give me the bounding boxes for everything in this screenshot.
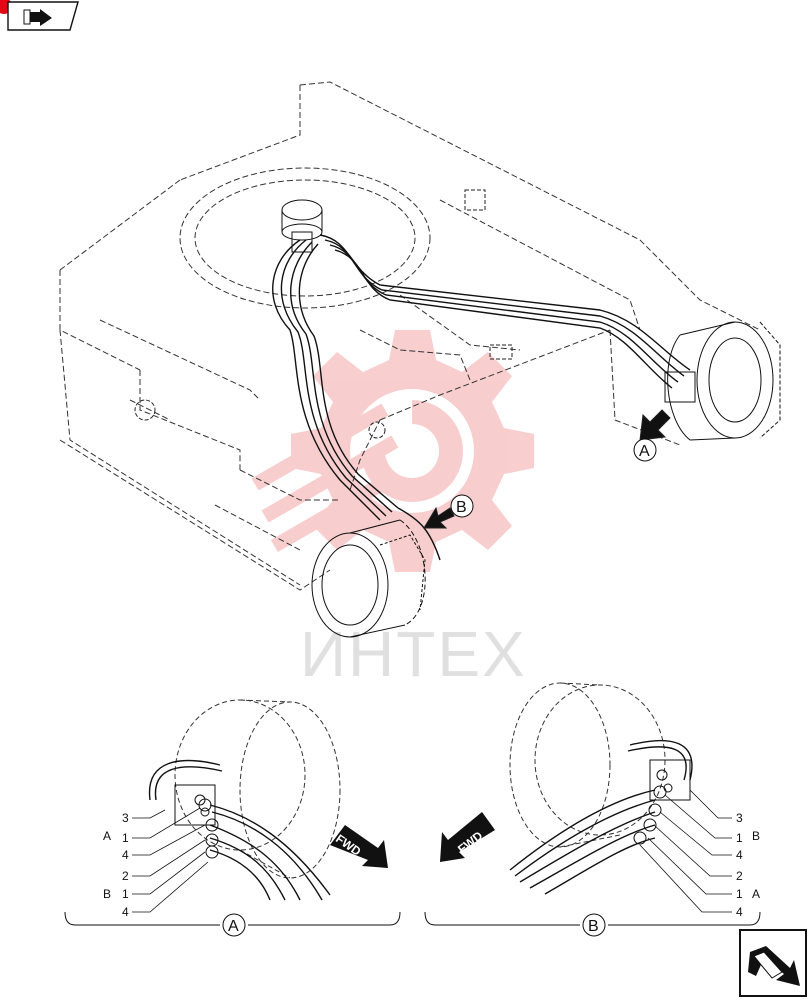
detail-a-fittings [198, 798, 219, 859]
detail-b-label-4-bottom: 4 [736, 905, 743, 919]
detail-b-label-2: 2 [736, 869, 743, 883]
detail-a-label-1-top: 1 [122, 831, 129, 845]
detail-b-fittings [633, 785, 667, 845]
watermark-text: ИНТЕХ [300, 618, 527, 690]
detail-b-caption: B [588, 918, 599, 935]
detail-a-label-2: 2 [122, 869, 129, 883]
next-page-button[interactable] [738, 928, 808, 998]
callout-arrow-a [633, 409, 671, 462]
detail-b-group-bottom: A [752, 887, 760, 901]
detail-a-group-top: A [103, 829, 111, 843]
arrow-right-page-icon [739, 929, 807, 997]
callout-arrow-b [423, 494, 474, 529]
detail-b-group-top: B [752, 829, 760, 843]
center-swivel-joint [281, 199, 323, 253]
main-view [59, 81, 781, 638]
detail-b-leaders [639, 789, 732, 913]
detail-a-valve-block [174, 784, 216, 826]
drive-motor-rear [311, 519, 426, 638]
detail-a-label-4-bottom: 4 [122, 905, 129, 919]
detail-a-fwd-arrow [330, 825, 388, 868]
callout-b-label: B [456, 499, 467, 516]
detail-b-label-1-top: 1 [736, 831, 743, 845]
detail-a-hoses [148, 759, 331, 901]
detail-b [424, 682, 761, 937]
detail-b-label-4-top: 4 [736, 848, 743, 862]
detail-a-label-4-top: 4 [122, 848, 129, 862]
undercarriage-frame [59, 81, 761, 591]
callout-a-label: A [639, 443, 650, 460]
detail-b-bracket [424, 911, 761, 926]
watermark-gear-logo [251, 330, 534, 572]
detail-a [64, 699, 401, 937]
detail-a-motor [174, 699, 341, 879]
frame-details [134, 189, 513, 439]
detail-a-label-3: 3 [122, 811, 129, 825]
detail-a-group-bottom: B [103, 887, 111, 901]
detail-b-label-1-bottom: 1 [736, 887, 743, 901]
detail-a-caption: A [228, 918, 239, 935]
arrow-left-page-icon [0, 0, 79, 31]
detail-a-bracket [64, 911, 401, 926]
detail-b-motor [509, 682, 666, 848]
hydraulic-hoses [272, 234, 691, 561]
detail-b-fwd-arrow [440, 812, 495, 862]
detail-b-label-3: 3 [736, 811, 743, 825]
detail-a-leaders [132, 807, 209, 913]
previous-page-button[interactable] [0, 0, 80, 32]
watermark: ИНТЕХ [251, 330, 534, 690]
detail-a-label-1-bottom: 1 [122, 887, 129, 901]
drive-motor-front [664, 321, 781, 441]
